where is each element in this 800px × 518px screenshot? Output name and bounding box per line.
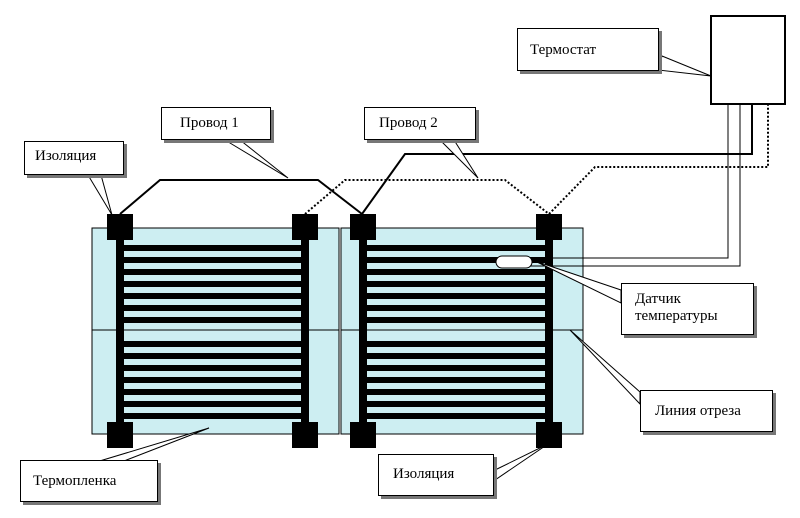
- insulation-block: [292, 214, 318, 240]
- heating-strip: [116, 353, 309, 359]
- insulation-top-label: Изоляция: [35, 148, 123, 165]
- bus-bar-right-a: [359, 225, 367, 440]
- heating-strip: [116, 281, 309, 287]
- heating-strip: [116, 365, 309, 371]
- insulation-block: [536, 214, 562, 240]
- callout-pointer: [495, 444, 548, 480]
- callout-thermostat: Термостат: [517, 28, 659, 71]
- callout-film: Термопленка: [20, 460, 158, 502]
- wire-1-label: Провод 1: [180, 115, 270, 132]
- insulation-block: [350, 422, 376, 448]
- bus-bar-left-a: [116, 225, 124, 440]
- heating-strip: [116, 389, 309, 395]
- sensor-label-line2: температуры: [635, 308, 753, 325]
- feed-cable-dotted: [549, 104, 768, 214]
- heating-strip: [359, 317, 553, 323]
- heating-strip: [116, 245, 309, 251]
- sensor-label-line1: Датчик: [635, 291, 753, 308]
- insulation-block: [107, 422, 133, 448]
- insulation-bottom-label: Изоляция: [393, 466, 493, 483]
- callout-cut-line: Линия отреза: [640, 390, 773, 432]
- film-label: Термопленка: [33, 473, 157, 490]
- heating-strip: [116, 305, 309, 311]
- thermostat-label: Термостат: [530, 42, 658, 59]
- heating-strip: [359, 401, 553, 407]
- heating-strip: [359, 281, 553, 287]
- heating-strip: [359, 269, 553, 275]
- callout-wire-2: Провод 2: [364, 107, 476, 140]
- wire-2-label: Провод 2: [379, 115, 475, 132]
- insulation-block: [292, 422, 318, 448]
- heating-strip: [359, 389, 553, 395]
- heating-strip: [116, 377, 309, 383]
- heating-strip: [359, 377, 553, 383]
- heating-strip: [359, 365, 553, 371]
- bus-bar-right-b: [545, 225, 553, 440]
- heating-strip: [359, 413, 553, 419]
- callout-pointer: [225, 140, 288, 178]
- callout-insulation-top: Изоляция: [24, 141, 124, 175]
- heating-strip: [359, 245, 553, 251]
- callout-pointer: [658, 56, 711, 76]
- callout-pointer: [88, 175, 112, 215]
- wire-1: [120, 180, 362, 214]
- heating-strip: [116, 413, 309, 419]
- heating-strip: [359, 353, 553, 359]
- heating-strip: [116, 341, 309, 347]
- insulation-block: [350, 214, 376, 240]
- bus-bar-left-b: [301, 225, 309, 440]
- callout-sensor: Датчик температуры: [621, 283, 754, 335]
- heating-strip: [359, 341, 553, 347]
- heating-strip: [116, 257, 309, 263]
- heating-strip: [116, 293, 309, 299]
- cut-line-label: Линия отреза: [655, 403, 772, 420]
- thermostat-box: [711, 16, 785, 104]
- insulation-block: [107, 214, 133, 240]
- heating-strip: [116, 269, 309, 275]
- callout-insulation-bottom: Изоляция: [378, 454, 494, 496]
- insulation-block: [536, 422, 562, 448]
- temperature-sensor: [496, 256, 532, 268]
- heating-strip: [359, 293, 553, 299]
- heating-strip: [116, 317, 309, 323]
- callout-wire-1: Провод 1: [161, 107, 271, 140]
- heating-strip: [359, 305, 553, 311]
- heating-strip: [116, 401, 309, 407]
- callout-pointer: [440, 140, 478, 178]
